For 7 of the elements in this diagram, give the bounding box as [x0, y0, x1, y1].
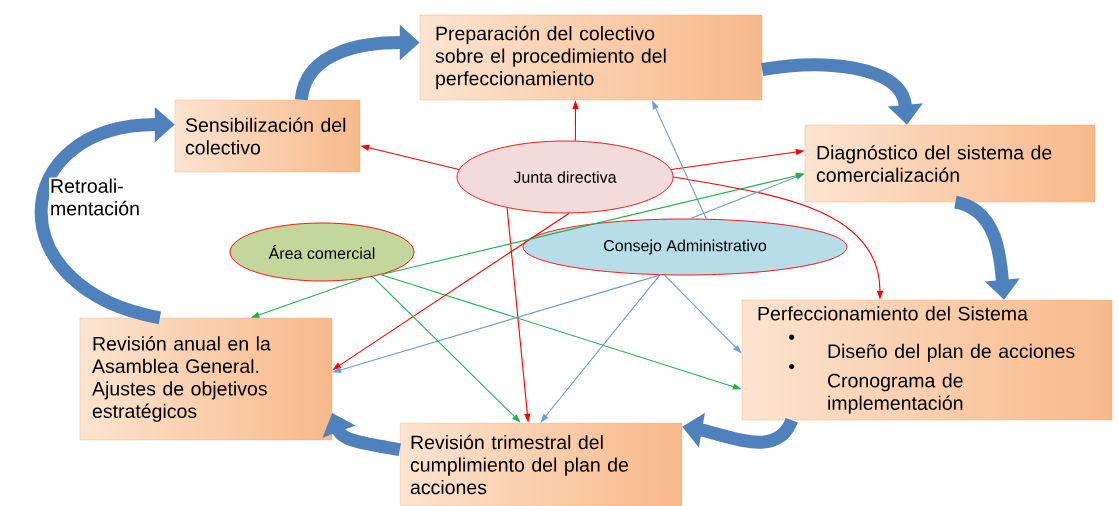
- process-box: Diagnóstico del sistema de comercialización: [804, 124, 1096, 203]
- process-box: Sensibilización del colectivo: [174, 99, 361, 173]
- process-box: Revisión trimestral del cumplimiento del plan de acciones: [399, 422, 683, 506]
- process-box: Revisión anual en la Asamblea General. Ajustes de objetivos estratégicos: [79, 317, 333, 441]
- edge-label: Retroali- mentación: [49, 177, 151, 217]
- process-box: Perfeccionamiento del Sistema Diseño del plan de acciones Cronograma de implementación: [741, 299, 1113, 421]
- process-box: Preparación del colectivo sobre el procedimiento del perfeccionamiento: [419, 14, 763, 101]
